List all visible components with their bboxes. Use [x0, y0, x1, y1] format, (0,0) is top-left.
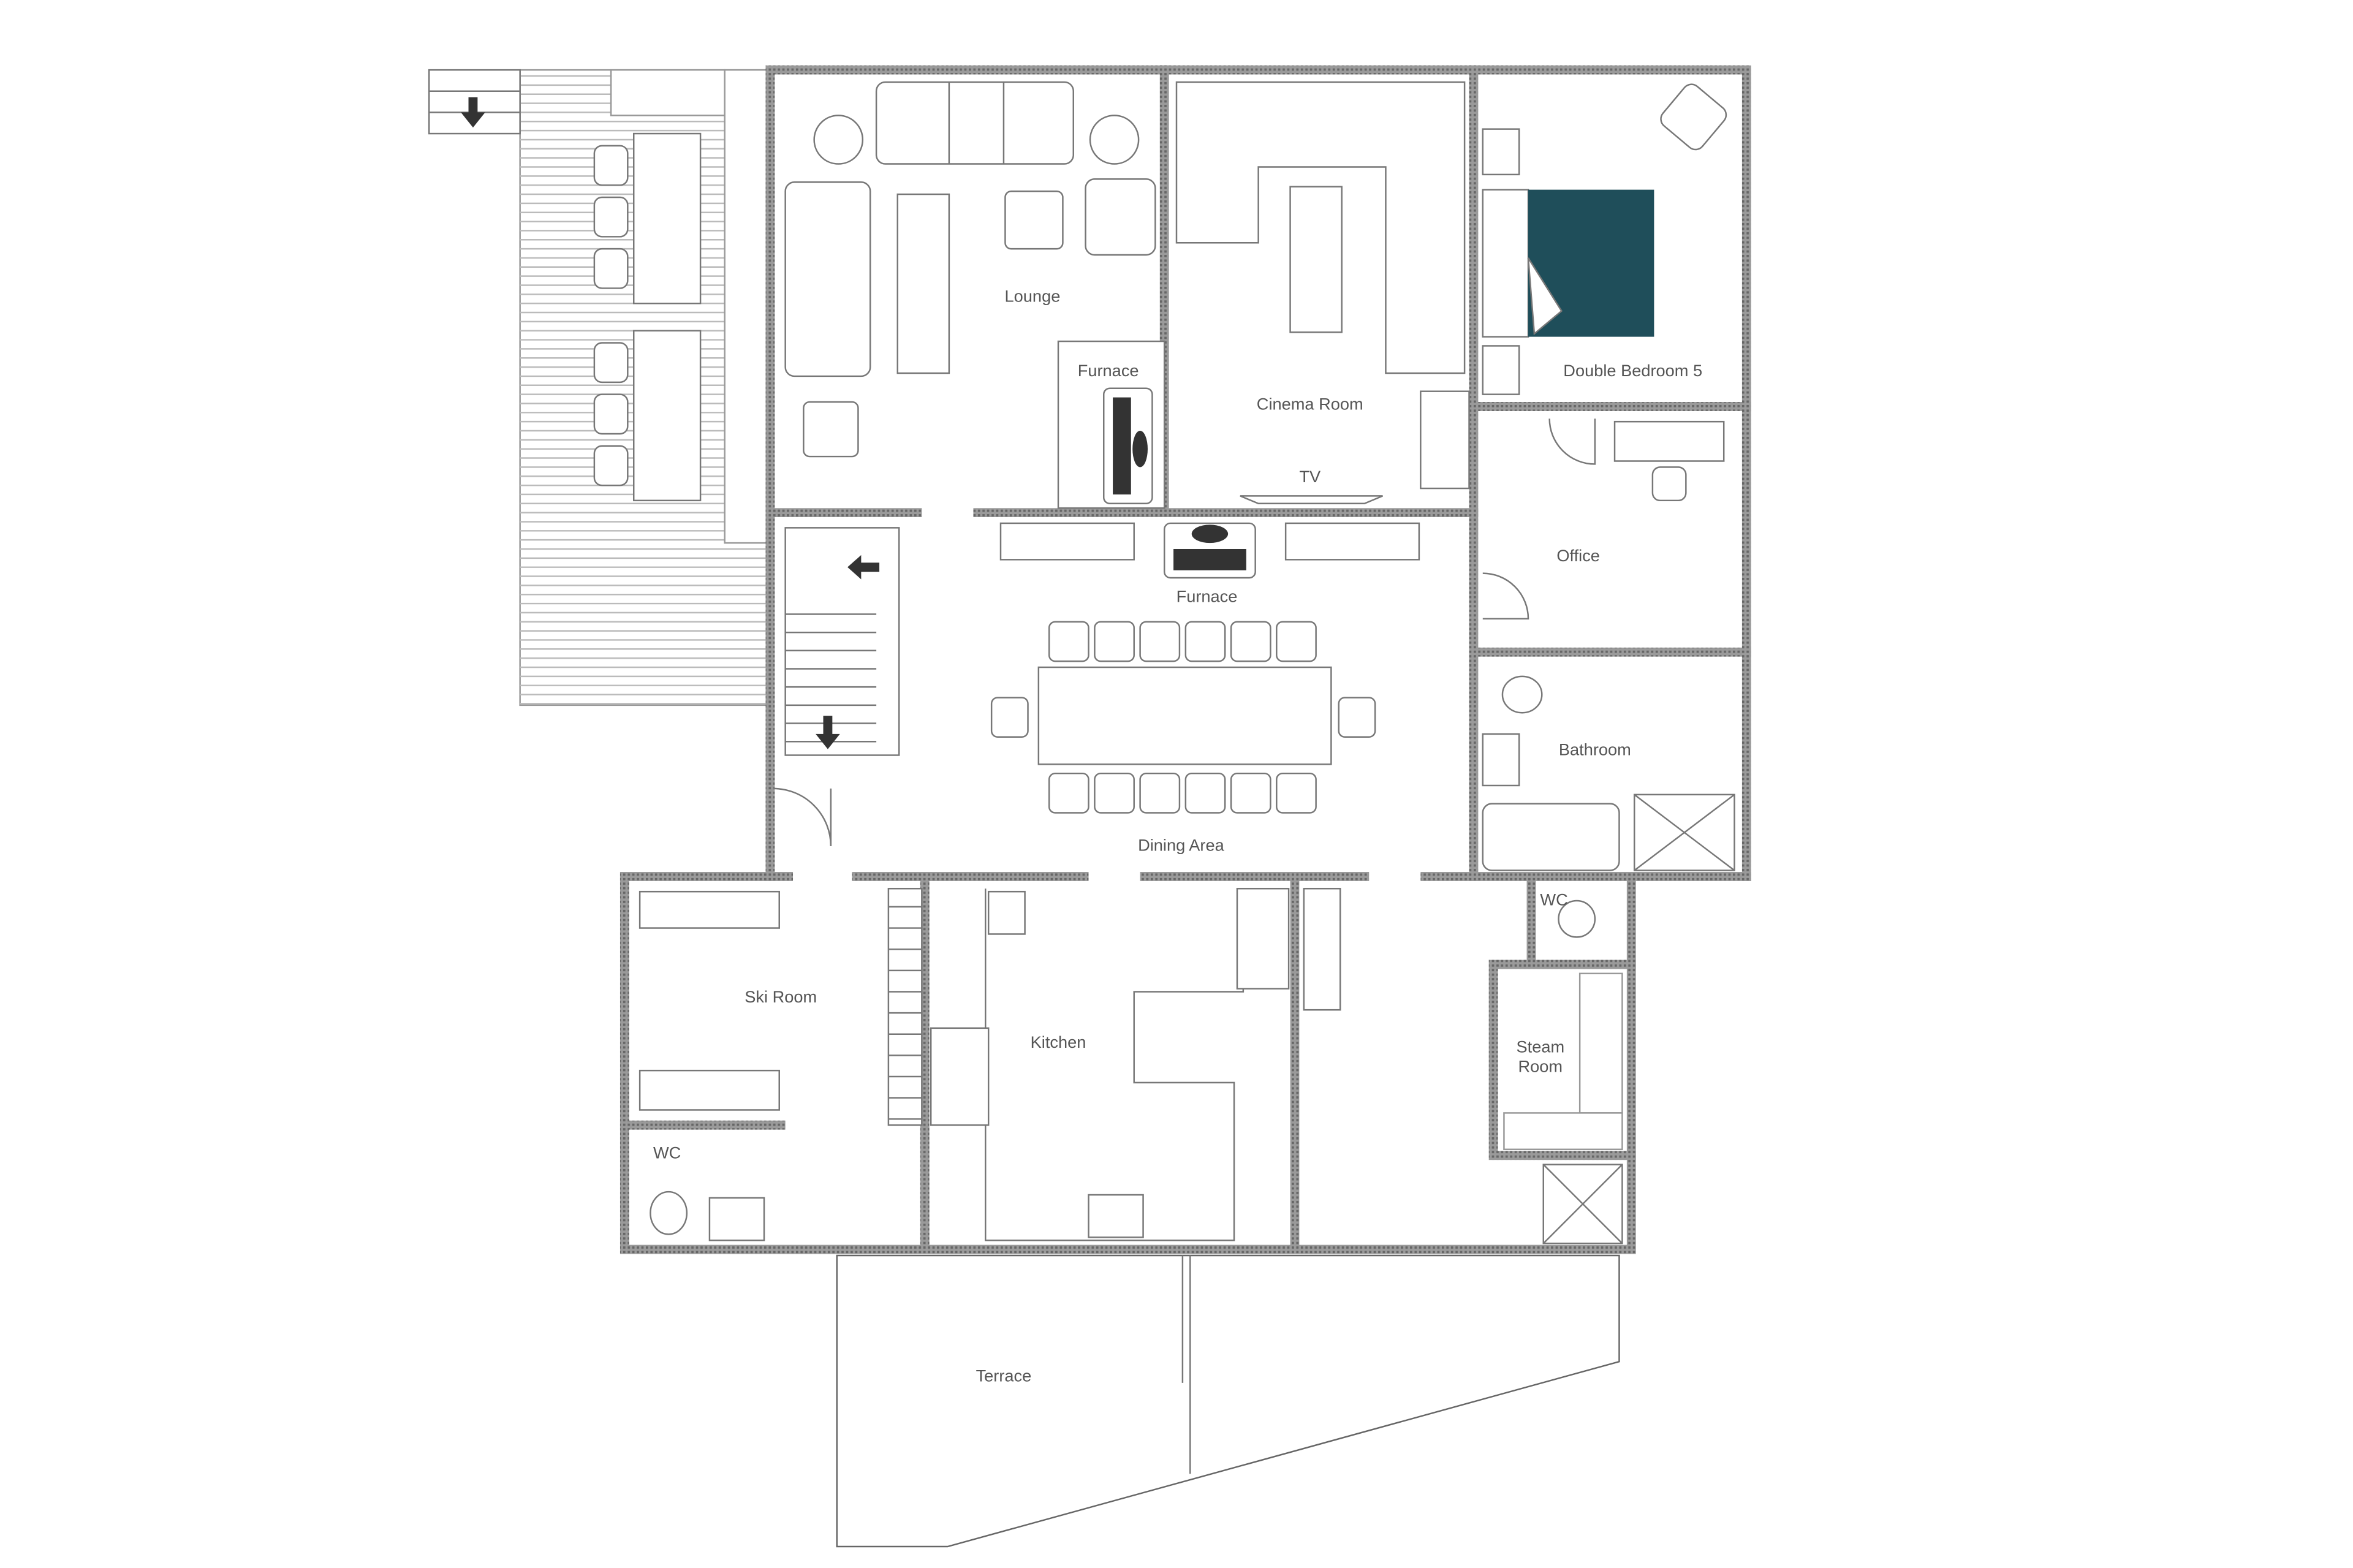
- chair: [1048, 772, 1089, 814]
- chair: [1184, 772, 1226, 814]
- office-furniture: [1482, 419, 1725, 620]
- chair: [593, 393, 629, 435]
- chair: [1184, 621, 1226, 662]
- lounge-furniture: [784, 81, 1165, 509]
- label-dining-area: Dining Area: [1138, 835, 1225, 854]
- label-furnace-dining: Furnace: [1176, 587, 1238, 606]
- chair: [1276, 621, 1317, 662]
- chair: [1139, 772, 1181, 814]
- chair: [1230, 772, 1271, 814]
- lower-furniture: [638, 887, 1623, 1244]
- label-double-bedroom: Double Bedroom 5: [1563, 361, 1702, 380]
- label-lounge: Lounge: [1005, 287, 1061, 306]
- label-bathroom: Bathroom: [1559, 740, 1631, 759]
- chair: [1094, 621, 1135, 662]
- chair: [593, 196, 629, 238]
- chair: [593, 445, 629, 487]
- bedroom-furniture: [1482, 83, 1727, 395]
- chair: [593, 342, 629, 384]
- outdoor-table: [632, 330, 702, 502]
- label-ski-room: Ski Room: [745, 987, 817, 1006]
- walls: [620, 65, 1751, 1254]
- chair: [1094, 772, 1135, 814]
- cinema-furniture: [1175, 81, 1470, 505]
- chair: [1276, 772, 1317, 814]
- label-furnace-upper: Furnace: [1078, 361, 1139, 380]
- dining-table: [1037, 666, 1332, 765]
- terrace: [836, 1254, 1620, 1548]
- label-wc-right: WC: [1540, 890, 1567, 909]
- stairs-down-arrow-icon: [816, 716, 840, 749]
- bathroom-fixtures: [1482, 675, 1735, 871]
- label-steam-room-2: Room: [1518, 1057, 1563, 1076]
- label-cinema-room: Cinema Room: [1257, 394, 1363, 413]
- label-office: Office: [1556, 546, 1600, 565]
- room-labels: Lounge Furnace Cinema Room TV Double Bed…: [653, 287, 1702, 1385]
- deck: [519, 69, 771, 706]
- chair: [1230, 621, 1271, 662]
- chair: [593, 145, 629, 186]
- label-steam-room: Steam: [1517, 1037, 1565, 1056]
- stairs-left-arrow-icon: [847, 555, 880, 580]
- chair: [593, 248, 629, 289]
- label-tv: TV: [1299, 467, 1321, 486]
- tv-icon: [1240, 495, 1383, 505]
- label-kitchen: Kitchen: [1031, 1032, 1086, 1051]
- stairs-down-arrow-icon: [461, 97, 485, 128]
- chair: [1048, 621, 1089, 662]
- outdoor-table: [632, 132, 702, 305]
- chair: [1139, 621, 1181, 662]
- dining-furniture: [773, 522, 1420, 846]
- label-wc-left: WC: [653, 1143, 681, 1162]
- label-terrace: Terrace: [976, 1366, 1032, 1385]
- external-stairs: [428, 69, 521, 135]
